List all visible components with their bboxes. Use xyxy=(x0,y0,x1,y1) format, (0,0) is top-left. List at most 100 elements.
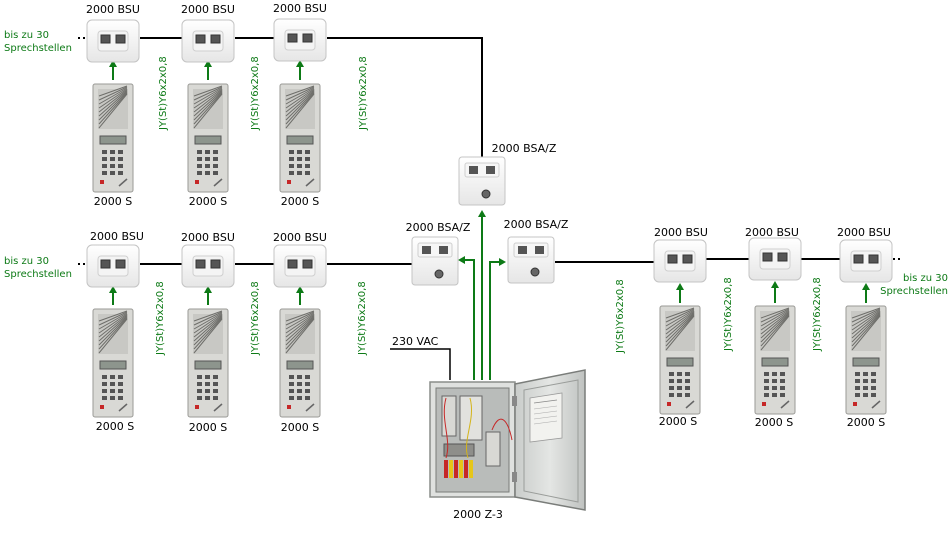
rj45-port xyxy=(486,166,495,174)
label-cable: JY(St)Y6x2x0,8 xyxy=(358,56,369,131)
label-extension-count: bis zu 30 xyxy=(4,256,49,267)
display xyxy=(99,360,127,370)
bus-lines xyxy=(140,37,840,265)
door-station xyxy=(754,305,796,415)
keypad xyxy=(289,375,310,400)
display xyxy=(761,357,789,367)
label-extension-unit: Sprechstellen xyxy=(4,269,72,280)
signal-arrows xyxy=(109,60,870,380)
cable-gland xyxy=(481,189,491,199)
label-bsaz-left: 2000 BSA/Z xyxy=(406,221,471,234)
cable-gland xyxy=(530,267,540,277)
door-station xyxy=(187,83,229,193)
door-station xyxy=(279,308,321,418)
label-station: 2000 S xyxy=(189,195,227,208)
station-labels: 2000 S 2000 S 2000 S 2000 S 2000 S 2000 … xyxy=(94,195,885,434)
rj45-port xyxy=(115,259,126,269)
keypad xyxy=(102,375,123,400)
label-cable: JY(St)Y6x2x0,8 xyxy=(357,281,368,356)
label-cable: JY(St)Y6x2x0,8 xyxy=(250,56,261,131)
bsaz-module xyxy=(458,156,506,206)
display xyxy=(286,360,314,370)
display xyxy=(286,135,314,145)
bsaz-module xyxy=(507,236,555,284)
label-power: 230 VAC xyxy=(392,335,439,348)
display xyxy=(852,357,880,367)
rj45-port xyxy=(210,259,221,269)
keypad xyxy=(764,372,785,397)
arrow-central-to-bsaz-left xyxy=(458,256,475,380)
label-cable: JY(St)Y6x2x0,8 xyxy=(812,277,823,352)
bsu-labels: 2000 BSU 2000 BSU 2000 BSU 2000 BSU 2000… xyxy=(86,2,891,244)
bsaz-module xyxy=(411,236,459,286)
door-station xyxy=(92,308,134,418)
power-feed-line xyxy=(390,348,451,380)
label-bsu: 2000 BSU xyxy=(90,230,144,243)
label-bsu: 2000 BSU xyxy=(181,231,235,244)
call-button xyxy=(853,402,857,406)
label-cable: JY(St)Y6x2x0,8 xyxy=(250,281,261,356)
call-button xyxy=(667,402,671,406)
label-station: 2000 S xyxy=(281,195,319,208)
keypad xyxy=(669,372,690,397)
bsu-sockets xyxy=(86,18,893,288)
call-button xyxy=(287,405,291,409)
label-cable: JY(St)Y6x2x0,8 xyxy=(723,277,734,352)
rj45-port xyxy=(302,259,313,269)
rj45-port xyxy=(469,166,478,174)
call-button xyxy=(762,402,766,406)
cable-gland xyxy=(434,269,444,279)
label-station: 2000 S xyxy=(96,420,134,433)
call-button xyxy=(100,405,104,409)
label-extension-count: bis zu 30 xyxy=(4,30,49,41)
bus-line-upper-3 xyxy=(327,37,483,158)
rj45-port xyxy=(100,34,111,44)
label-station: 2000 S xyxy=(847,416,885,429)
rj45-port xyxy=(195,34,206,44)
rj45-port xyxy=(439,246,448,254)
door-station xyxy=(659,305,701,415)
label-bsu: 2000 BSU xyxy=(273,231,327,244)
rj45-port xyxy=(195,259,206,269)
cable-labels: JY(St)Y6x2x0,8 JY(St)Y6x2x0,8 JY(St)Y6x2… xyxy=(155,56,823,356)
keypad xyxy=(197,375,218,400)
label-bsu: 2000 BSU xyxy=(654,226,708,239)
keypad xyxy=(855,372,876,397)
speaker-grille xyxy=(665,307,695,351)
rj45-port xyxy=(518,246,527,254)
keypad xyxy=(197,150,218,175)
label-station: 2000 S xyxy=(281,421,319,434)
bsu-socket xyxy=(273,18,327,62)
speaker-grille xyxy=(851,307,881,351)
label-station: 2000 S xyxy=(659,415,697,428)
speaker-grille xyxy=(193,310,223,354)
display xyxy=(194,360,222,370)
bsu-socket xyxy=(181,244,235,288)
rj45-port xyxy=(210,34,221,44)
label-station: 2000 S xyxy=(189,421,227,434)
speaker-grille xyxy=(193,85,223,129)
rj45-port xyxy=(682,254,693,264)
label-bsu: 2000 BSU xyxy=(181,3,235,16)
rj45-port xyxy=(777,252,788,262)
bsu-socket xyxy=(839,239,893,283)
rj45-port xyxy=(535,246,544,254)
terminal-block xyxy=(444,460,473,478)
extension-notes: bis zu 30 Sprechstellen bis zu 30 Sprech… xyxy=(4,30,948,297)
call-button xyxy=(195,405,199,409)
keypad xyxy=(102,150,123,175)
bsu-socket xyxy=(273,244,327,288)
door-station xyxy=(92,83,134,193)
door-stations xyxy=(92,83,887,418)
rj45-port xyxy=(100,259,111,269)
call-button xyxy=(287,180,291,184)
keypad xyxy=(289,150,310,175)
label-bsu: 2000 BSU xyxy=(745,226,799,239)
central-unit-cabinet xyxy=(429,369,586,511)
bsu-socket xyxy=(181,19,235,63)
label-cable: JY(St)Y6x2x0,8 xyxy=(155,281,166,356)
rj45-port xyxy=(868,254,879,264)
label-central-unit: 2000 Z-3 xyxy=(453,508,503,521)
